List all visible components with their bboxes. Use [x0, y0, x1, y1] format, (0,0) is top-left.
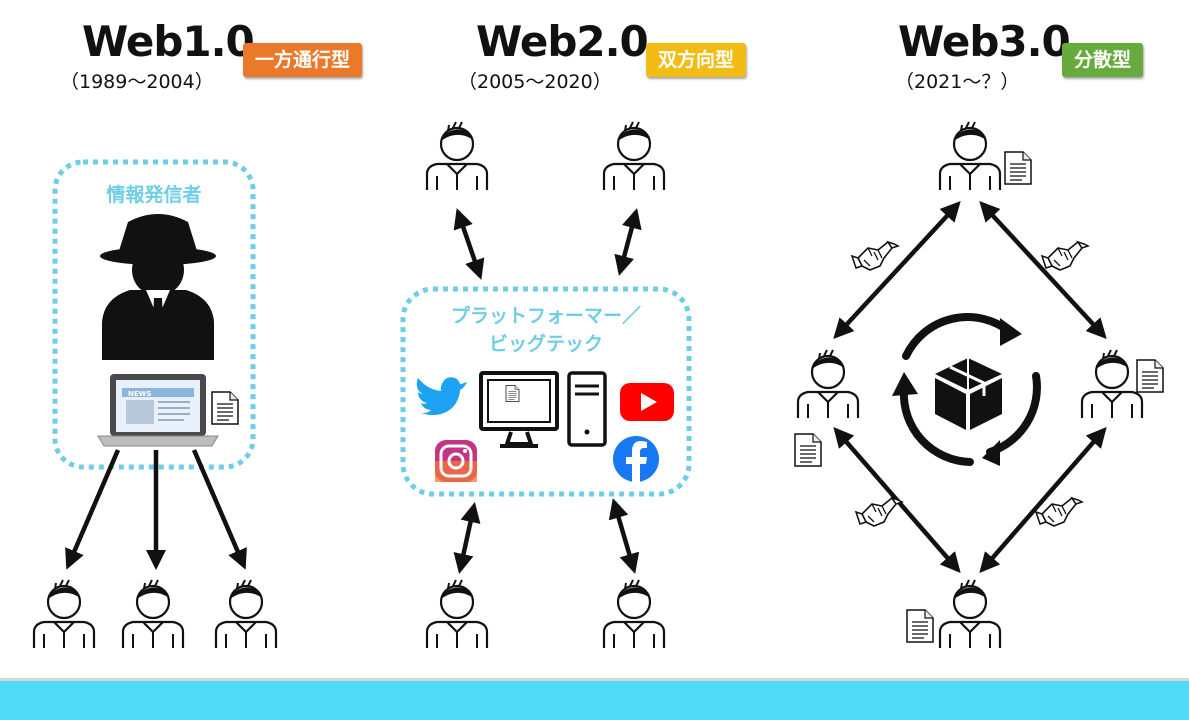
web3-arrow-top-left: [833, 201, 961, 339]
laptop-icon: [97, 374, 219, 447]
user-icon: [1080, 348, 1144, 420]
web3-arrow-bottom-right: [979, 426, 1107, 574]
handshake-icon: [855, 497, 903, 527]
user-icon: [796, 348, 860, 420]
web1-sender-box: [52, 159, 256, 470]
news-label: NEWS: [128, 390, 151, 398]
web3-arrow-top-right: [979, 201, 1107, 339]
monitor-icon: [479, 371, 559, 448]
web1-arrow-left: [65, 449, 121, 570]
user-icon: [32, 578, 96, 650]
user-icon: [602, 578, 666, 650]
server-icon: [567, 371, 607, 447]
youtube-icon: [620, 383, 674, 421]
user-icon: [121, 578, 185, 650]
platform-label-line2: ビッグテック: [488, 333, 603, 355]
footer-bar: [0, 678, 1189, 720]
spy-icon: [100, 214, 216, 360]
user-icon: [214, 578, 278, 650]
sender-label: 情報発信者: [106, 184, 202, 206]
web2-platform-box: [400, 286, 692, 497]
user-icon: [425, 120, 489, 192]
document-icon: [906, 609, 934, 643]
web1-title: Web1.0: [82, 17, 255, 66]
box-cycle-icon: [892, 313, 1041, 466]
web3-title: Web3.0: [898, 17, 1071, 66]
user-icon: [425, 578, 489, 650]
web2-arrow-top-right: [614, 208, 642, 276]
web2-title: Web2.0: [476, 17, 649, 66]
web3-years: （2021～？）: [895, 71, 1020, 93]
document-icon: [1136, 359, 1164, 393]
web1-badge: 一方通行型: [243, 43, 363, 77]
web2-arrow-bottom-right: [608, 498, 640, 574]
handshake-icon: [1041, 241, 1089, 271]
twitter-icon: [416, 377, 467, 416]
document-icon: [505, 385, 520, 402]
handshake-icon: [851, 241, 899, 271]
instagram-icon: [435, 440, 477, 482]
web1-arrow-right: [191, 449, 247, 570]
document-icon: [211, 391, 239, 425]
web3-badge: 分散型: [1062, 43, 1144, 77]
web2-arrow-top-left: [453, 208, 485, 280]
user-icon: [602, 120, 666, 192]
web2-years: （2005～2020）: [458, 71, 612, 93]
platform-label-line1: プラットフォーマー／: [450, 305, 641, 327]
document-icon: [1004, 151, 1032, 185]
user-icon: [938, 120, 1002, 192]
user-icon: [938, 578, 1002, 650]
web2-badge: 双方向型: [646, 43, 747, 77]
document-icon: [794, 433, 822, 467]
facebook-icon: [613, 436, 659, 482]
web1-years: （1989～2004）: [60, 71, 214, 93]
web2-arrow-bottom-left: [453, 502, 481, 574]
